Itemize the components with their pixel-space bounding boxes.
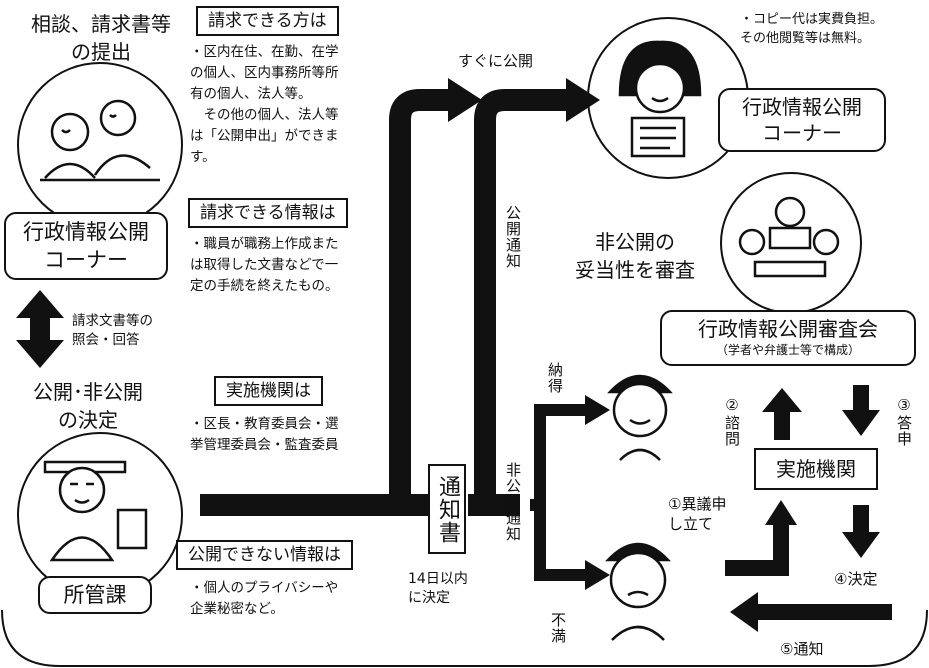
consult-illustration-circle [17, 62, 183, 228]
dissatisfied-citizen-icon [605, 542, 671, 641]
dissatisfied-label: 不満 [549, 612, 567, 644]
inquiry-label: 請求文書等の 照会・回答 [72, 313, 153, 348]
nonpublic-notice-label: 非公開通知 [504, 462, 522, 542]
consulting-people-icon [40, 99, 160, 182]
notice-document-box: 通知書 [428, 464, 466, 554]
who-heading: 請求できる方は [196, 6, 339, 36]
agency-heading: 実施機関は [214, 376, 323, 406]
objection-arrowhead [765, 500, 797, 525]
frame-border [1, 609, 928, 667]
satisfied-citizen-icon [607, 374, 673, 461]
decision-title: 公開･非公開 の決定 [33, 380, 143, 432]
committee-members-icon [738, 196, 840, 278]
step4-label: ④決定 [834, 570, 878, 588]
main-flow-arrowheads [448, 78, 600, 122]
counter-box-right: 行政情報公開 コーナー [718, 88, 886, 152]
office-box: 所管課 [38, 576, 152, 614]
consult-title: 相談、請求書等 の提出 [31, 12, 171, 64]
committee-name: 行政情報公開審査会 [698, 317, 878, 341]
counter-staff-icon [618, 40, 702, 158]
main-flow-arrows [200, 89, 570, 516]
nondisclose-text: ・個人のプライバシーや 企業秘密など。 [190, 580, 339, 617]
agency-box: 実施機関 [754, 448, 878, 490]
counter-box-left: 行政情報公開 コーナー [4, 212, 168, 280]
objection-arrow [725, 522, 789, 576]
committee-box: 行政情報公開審査会 （学者や弁護士等で構成） [660, 310, 916, 366]
office-illustration-circle [17, 432, 183, 598]
step2-label: ②諮問 [723, 396, 741, 447]
info-text: ・職員が職務上作成また は取得した文書などで一 定の手続を終えたもの。 [190, 236, 339, 294]
step3-label: ③答申 [895, 396, 913, 447]
info-heading: 請求できる情報は [188, 198, 348, 228]
review-title: 非公開の 妥当性を審査 [575, 230, 695, 282]
deadline-label: 14日以内 に決定 [408, 571, 468, 606]
nonpublic-arrowheads [585, 395, 610, 590]
public-notice-label: 公開通知 [504, 205, 522, 269]
immediate-public-label: すぐに公開 [458, 52, 534, 70]
inquiry-double-arrow [16, 290, 64, 368]
cost-text: ・コピー代は実費負担。 その他閲覧等は無料。 [740, 12, 884, 46]
step5-label: ⑤通知 [780, 640, 824, 658]
procedure-arrows [730, 385, 892, 632]
office-clerk-icon [43, 460, 148, 562]
nondisclose-heading: 公開できない情報は [176, 540, 353, 570]
step1-label: ①異議申 し立て [668, 495, 727, 533]
who-text: ・区内在住、在勤、在学 の個人、区内事務所等所 有の個人、法人等。 その他の個人… [190, 44, 339, 165]
accept-label: 納得 [546, 362, 564, 394]
agency-text: ・区長・教育委員会・選 挙管理委員会・監査委員 [190, 416, 339, 453]
nonpublic-branch [530, 404, 590, 581]
committee-note: （学者や弁護士等で構成） [715, 343, 860, 357]
